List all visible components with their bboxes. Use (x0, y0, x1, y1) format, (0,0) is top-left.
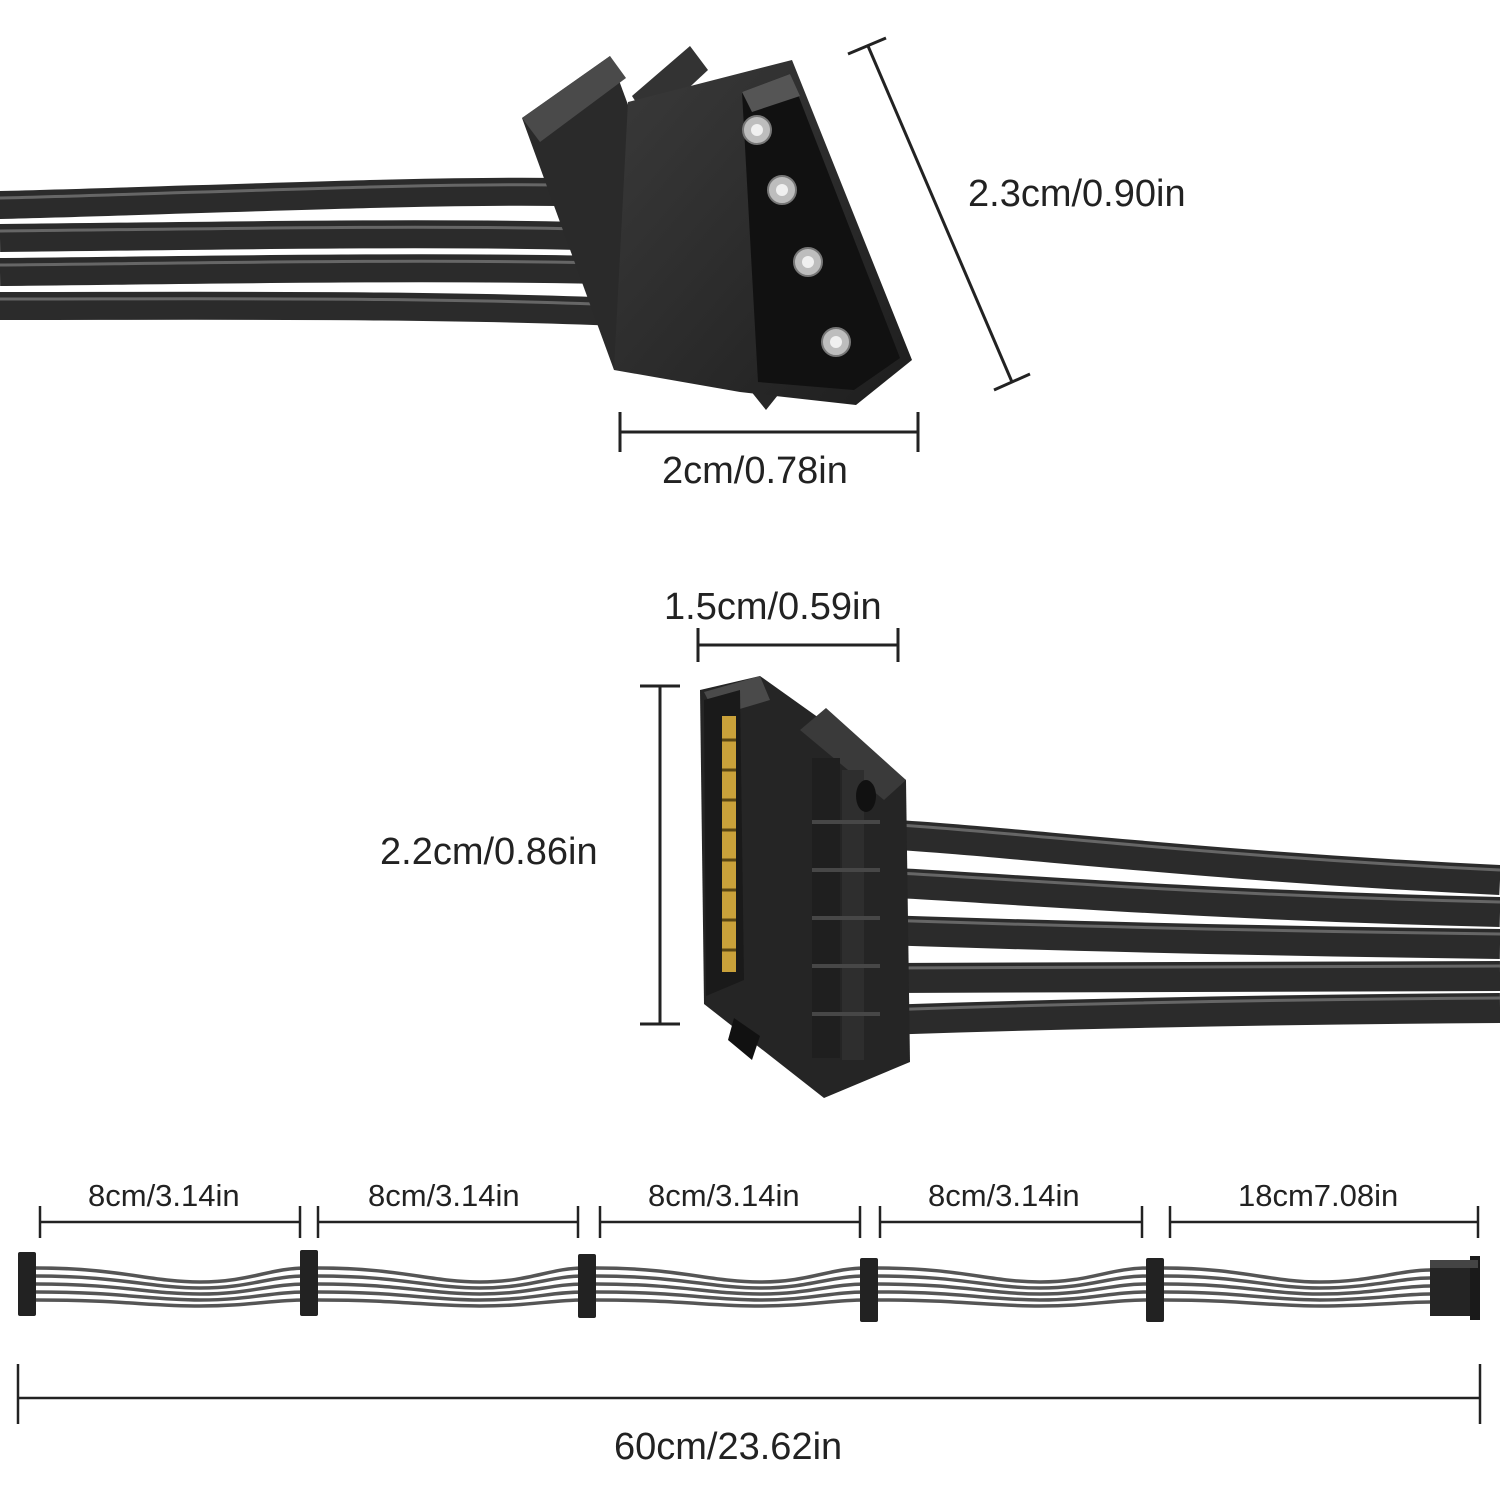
molex-connector (522, 46, 912, 410)
segment-dimension-lines (38, 1206, 1480, 1238)
segment-2-label: 8cm/3.14in (368, 1178, 520, 1213)
sata-contacts (722, 716, 736, 972)
molex-width-label: 2cm/0.78in (662, 450, 848, 492)
molex-pins (742, 115, 851, 357)
sata-connector (700, 676, 910, 1098)
molex-width-dimension-line (618, 412, 920, 452)
end-molex-connector (1430, 1256, 1480, 1320)
molex-cable (0, 177, 621, 326)
inline-sata-connectors (18, 1250, 1164, 1322)
total-length-label: 60cm/23.62in (614, 1426, 843, 1468)
cable-overview (18, 1250, 1480, 1322)
sata-width-label: 1.5cm/0.59in (664, 586, 882, 628)
molex-height-dimension-line (847, 36, 1031, 392)
segment-5-label: 18cm7.08in (1238, 1178, 1399, 1213)
molex-height-label: 2.3cm/0.90in (968, 173, 1186, 215)
sata-height-label: 2.2cm/0.86in (380, 831, 598, 873)
sata-cable (879, 819, 1500, 1035)
sata-height-dimension-line (640, 684, 680, 1026)
total-length-dimension-line (16, 1364, 1482, 1424)
sata-width-dimension-line (696, 628, 900, 662)
segment-4-label: 8cm/3.14in (928, 1178, 1080, 1213)
segment-3-label: 8cm/3.14in (648, 1178, 800, 1213)
segment-1-label: 8cm/3.14in (88, 1178, 240, 1213)
